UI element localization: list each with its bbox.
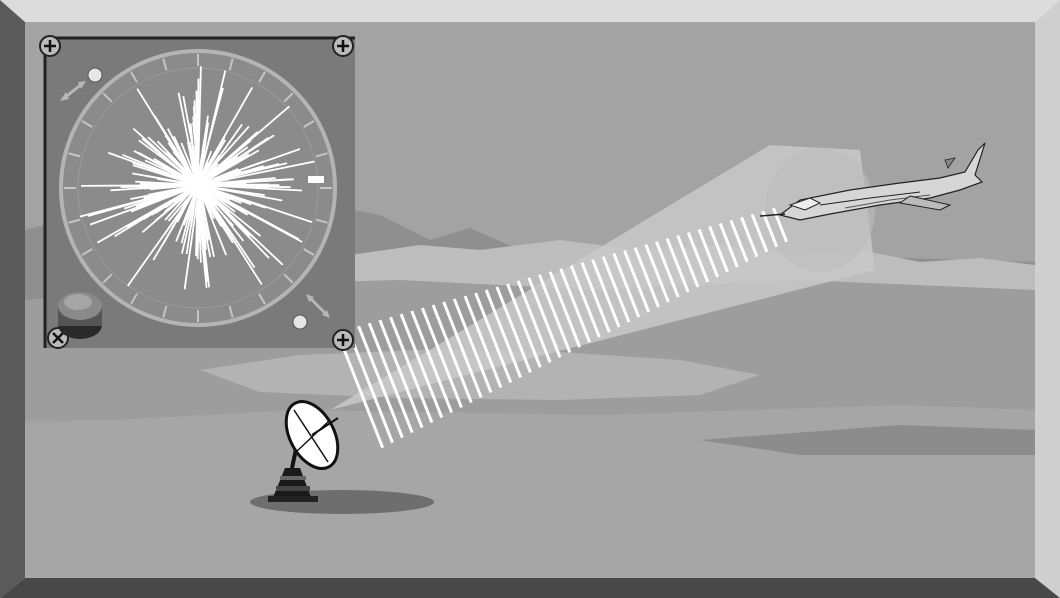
scope-target-blip [308, 176, 324, 183]
adjust-button-bottom[interactable] [293, 315, 307, 329]
frame-bevel-right [1035, 0, 1060, 598]
screw-icon [40, 36, 60, 56]
frame-bevel-top [0, 0, 1060, 22]
frame-bevel-left [0, 0, 25, 598]
frame-bevel-bottom [0, 578, 1060, 598]
screw-icon [333, 330, 353, 350]
radar-scope-panel [40, 36, 355, 350]
screw-icon [333, 36, 353, 56]
knob-icon[interactable] [58, 292, 102, 339]
adjust-button-top[interactable] [88, 68, 102, 82]
